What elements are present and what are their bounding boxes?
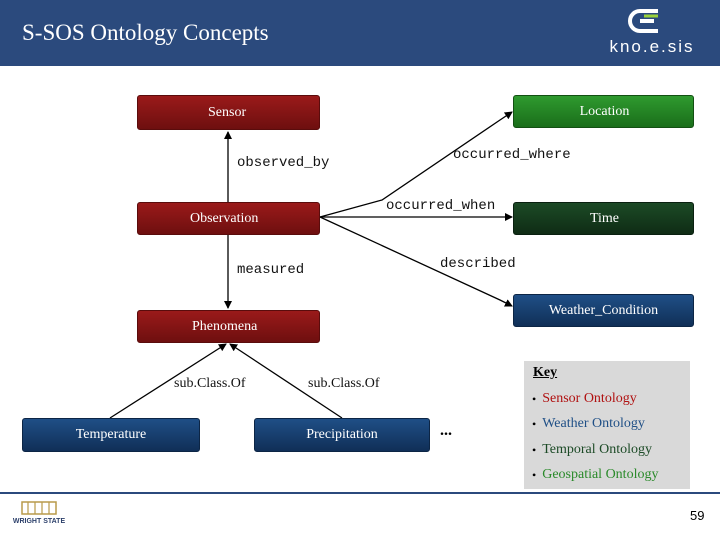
label-subclass-left: sub.Class.Of (174, 376, 246, 391)
edge-described (319, 216, 513, 307)
node-weather-condition: Weather_Condition (513, 294, 694, 327)
node-sensor-label: Sensor (208, 104, 247, 120)
knoesis-logo-icon (628, 9, 658, 33)
node-observation-label: Observation (190, 210, 259, 226)
node-time-label: Time (589, 210, 620, 226)
university-building-icon (21, 501, 57, 515)
legend-label-temporal: Temporal Ontology (542, 442, 653, 457)
bullet-icon: • (532, 467, 537, 482)
label-observed-by: observed_by (237, 155, 330, 171)
node-phenomena: Phenomena (137, 310, 320, 343)
slide-header: S-SOS Ontology Concepts kno.e.sis (0, 0, 720, 66)
edge-occurred-where (319, 111, 513, 218)
wright-state-logo: WRIGHT STATE (4, 498, 74, 538)
footer-divider (0, 492, 720, 494)
node-precipitation-label: Precipitation (306, 427, 378, 442)
label-measured: measured (237, 262, 305, 278)
node-sensor: Sensor (137, 95, 320, 130)
ellipsis: ... (440, 422, 452, 439)
label-described: described (440, 256, 516, 272)
node-precipitation: Precipitation (254, 418, 430, 452)
legend-label-weather: Weather Ontology (542, 416, 645, 431)
slide-title: S-SOS Ontology Concepts (22, 20, 269, 45)
page-number: 59 (690, 508, 705, 523)
node-phenomena-label: Phenomena (192, 318, 258, 334)
bullet-icon: • (532, 416, 537, 431)
legend-title: Key (533, 365, 558, 380)
label-occurred-when: occurred_when (386, 198, 496, 214)
legend-label-geospatial: Geospatial Ontology (542, 467, 659, 482)
legend-key: Key • Sensor Ontology • Weather Ontology… (524, 361, 690, 489)
edge-subclass-right (229, 343, 343, 419)
label-occurred-where: occurred_where (453, 147, 571, 163)
node-location: Location (513, 95, 694, 128)
node-temperature: Temperature (22, 418, 200, 452)
bullet-icon: • (532, 391, 537, 406)
label-subclass-right: sub.Class.Of (308, 376, 380, 391)
legend-item-sensor: • Sensor Ontology (532, 391, 637, 407)
legend-item-weather: • Weather Ontology (532, 416, 645, 432)
node-location-label: Location (579, 103, 630, 119)
legend-label-sensor: Sensor Ontology (542, 391, 637, 406)
node-time: Time (513, 202, 694, 235)
knoesis-logo: kno.e.sis (588, 5, 716, 61)
node-observation: Observation (137, 202, 320, 235)
legend-item-geospatial: • Geospatial Ontology (532, 467, 658, 483)
logo-text: kno.e.sis (609, 37, 695, 56)
node-weather-condition-label: Weather_Condition (548, 302, 659, 318)
bullet-icon: • (532, 442, 537, 457)
legend-item-temporal: • Temporal Ontology (532, 442, 652, 458)
university-name: WRIGHT STATE (12, 518, 66, 525)
edge-subclass-left (109, 343, 227, 419)
node-temperature-label: Temperature (75, 427, 147, 442)
